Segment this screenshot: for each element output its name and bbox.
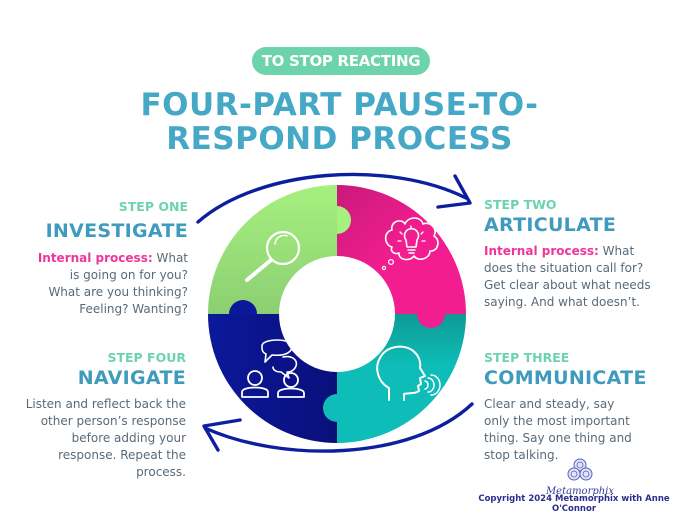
step-one-line: Feeling? Wanting? <box>79 302 188 316</box>
step-three-name: COMMUNICATE <box>484 367 647 389</box>
step-four-body: Listen and reflect back the other person… <box>10 396 186 481</box>
step-three-line: only the most important <box>484 414 630 428</box>
step-one-highlight: Internal process: <box>37 251 153 265</box>
step-two-line: What <box>602 244 635 258</box>
step-one-line: What are you thinking? <box>48 285 188 299</box>
puzzle-tab-teal-into-navy <box>323 394 337 422</box>
page-title-line2: RESPOND PROCESS <box>166 121 513 157</box>
page-title-line1: FOUR-PART PAUSE-TO- <box>140 87 539 123</box>
step-two-line: saying. And what doesn’t. <box>484 295 640 309</box>
puzzle-tab-pink-into-teal <box>417 314 445 328</box>
step-two-name: ARTICULATE <box>484 214 617 236</box>
step-three-line: stop talking. <box>484 448 559 462</box>
spiral-logo-icon <box>567 458 593 481</box>
step-four-line: Listen and reflect back the <box>25 397 186 411</box>
step-two-body: Internal process: What does the situatio… <box>484 243 674 311</box>
lightbulb-thought-icon <box>381 217 439 271</box>
step-four-name: NAVIGATE <box>77 367 186 389</box>
copyright-text: Copyright 2024 Metamorphix with Anne O'C… <box>478 494 670 514</box>
segment-articulate <box>337 185 466 314</box>
step-three-line: Clear and steady, say <box>484 397 615 411</box>
segment-investigate <box>208 185 337 314</box>
step-two-line: Get clear about what needs <box>484 278 651 292</box>
segment-communicate <box>337 314 466 443</box>
step-two-line: does the situation call for? <box>484 261 644 275</box>
speaking-head-icon <box>376 345 441 401</box>
step-one-body: Internal process: What is going on for y… <box>20 250 188 318</box>
step-two-label: STEP TWO <box>484 197 557 212</box>
step-four-line: process. <box>136 465 186 479</box>
step-three-label: STEP THREE <box>484 350 570 365</box>
cycle-arrow-top <box>196 172 472 224</box>
conversation-people-icon <box>241 339 305 398</box>
magnifying-glass-icon <box>245 230 301 282</box>
puzzle-tab-navy-into-green <box>229 300 257 314</box>
step-three-body: Clear and steady, say only the most impo… <box>484 396 674 464</box>
step-one-label: STEP ONE <box>118 199 188 214</box>
step-one-line: What <box>156 251 188 265</box>
logo-wordmark: Metamorphix <box>545 486 615 497</box>
step-four-line: before adding your <box>71 431 186 445</box>
step-one-line: is going on for you? <box>69 268 188 282</box>
step-one-name: INVESTIGATE <box>45 220 188 242</box>
step-four-line: response. Repeat the <box>58 448 186 462</box>
badge-to-stop-reacting: TO STOP REACTING <box>252 47 430 75</box>
step-four-line: other person’s response <box>40 414 186 428</box>
step-three-line: thing. Say one thing and <box>484 431 632 445</box>
cycle-arrow-bottom <box>202 402 474 453</box>
puzzle-tab-green-into-pink <box>337 206 351 234</box>
step-two-highlight: Internal process: <box>484 244 599 258</box>
step-four-label: STEP FOUR <box>107 350 186 365</box>
segment-navigate <box>208 314 337 443</box>
metamorphix-logo: Metamorphix <box>540 458 620 497</box>
